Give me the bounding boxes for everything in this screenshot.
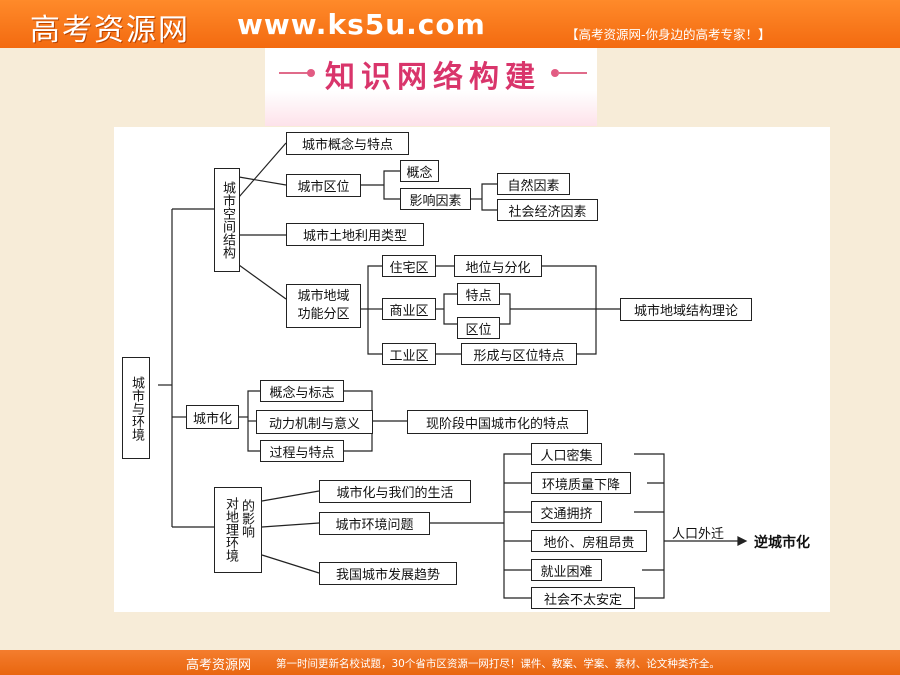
header-bar: 高考资源网 www.ks5u.com 【高考资源网-你身边的高考专家！】 [0,0,900,48]
node-problem-stability: 社会不太安定 [531,587,635,609]
node-problem-traffic: 交通拥挤 [531,501,602,523]
node-urban-concept: 概念与标志 [260,380,344,402]
title-right-dot [551,69,559,77]
node-residential-detail: 地位与分化 [454,255,542,277]
node-city-location: 城市区位 [286,174,361,197]
label-population-outflow: 人口外迁 [672,527,725,542]
header-brand-logo[interactable]: 高考资源网 [30,13,190,48]
page-title: 知识网络构建 [325,60,541,95]
node-land-use: 城市土地利用类型 [286,223,424,246]
node-development-trend: 我国城市发展趋势 [319,562,457,585]
node-environment-problems: 城市环境问题 [319,512,430,535]
header-slogan: 【高考资源网-你身边的高考专家！】 [566,27,771,42]
node-location-concept: 概念 [400,160,439,182]
title-left-rule [279,72,313,74]
header-site-url[interactable]: www.ks5u.com [237,8,486,41]
node-functional-zones: 城市地域功能分区 [286,284,361,328]
node-urban-mechanism: 动力机制与意义 [256,410,373,434]
node-environment-effect: 对地理环境 的影响 [214,487,262,573]
node-commercial-location: 区位 [457,317,500,339]
footer-text: 第一时间更新名校试题，30个省市区资源一网打尽！课件、教案、学案、素材、论文种类… [276,658,720,670]
node-urban-process: 过程与特点 [260,440,344,462]
node-location-factors: 影响因素 [400,188,471,210]
footer-brand[interactable]: 高考资源网 [186,658,252,673]
title-left-dot [307,69,315,77]
connector-lines [158,142,748,599]
node-residential: 住宅区 [382,255,436,277]
node-urban-life: 城市化与我们的生活 [319,480,471,503]
node-china-urbanization: 现阶段中国城市化的特点 [407,410,588,434]
title-banner: 知识网络构建 [265,48,597,126]
node-structure-theory: 城市地域结构理论 [620,298,752,321]
node-city-concept: 城市概念与特点 [286,132,409,155]
node-social-factors: 社会经济因素 [497,199,598,221]
node-root: 城市与环境 [122,357,150,459]
node-problem-quality: 环境质量下降 [531,472,631,494]
node-urbanization: 城市化 [186,405,239,429]
label-counter-urbanization: 逆城市化 [754,535,810,551]
node-environment-effect-text-a: 对地理环境 [223,496,238,562]
node-commercial: 商业区 [382,298,436,320]
title-right-rule [557,72,587,74]
node-industrial-detail: 形成与区位特点 [461,343,577,365]
node-problem-jobs: 就业困难 [531,559,602,581]
footer-bar: 高考资源网 第一时间更新名校试题，30个省市区资源一网打尽！课件、教案、学案、素… [0,650,900,675]
node-commercial-feature: 特点 [457,283,500,305]
node-spatial-structure: 城市空间结构 [214,168,240,272]
node-natural-factors: 自然因素 [497,173,570,195]
node-environment-effect-text-b: 的影响 [239,498,254,538]
knowledge-diagram: 城市与环境 城市空间结构 城市概念与特点 城市区位 概念 影响因素 自然因素 社… [114,127,830,612]
node-problem-crowding: 人口密集 [531,443,602,465]
node-problem-rent: 地价、房租昂贵 [531,530,647,552]
node-industrial: 工业区 [382,343,436,365]
